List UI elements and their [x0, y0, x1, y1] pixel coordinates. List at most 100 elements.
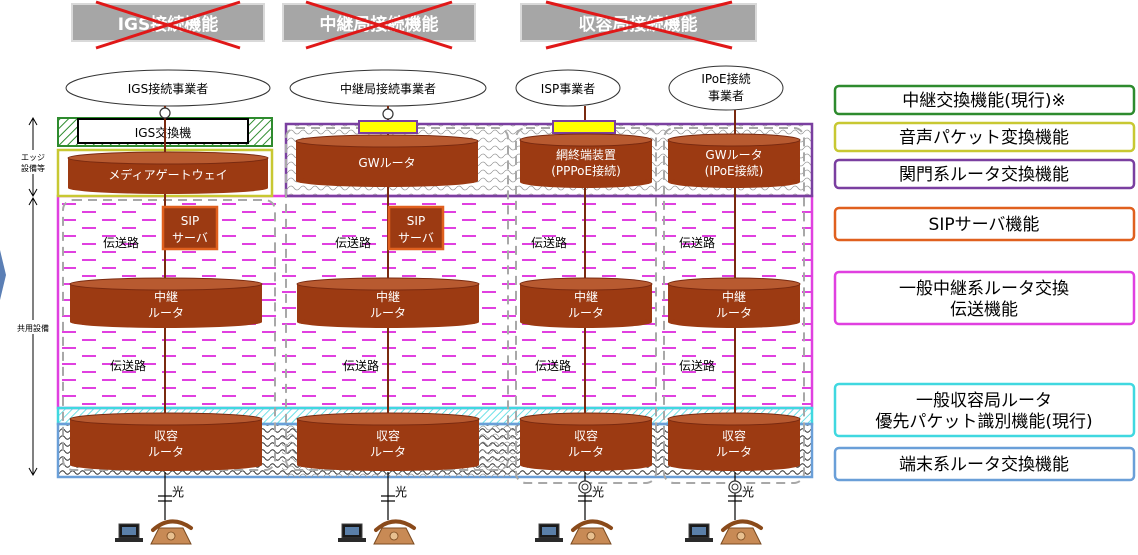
side-label-shared: 共用設備 [17, 323, 49, 333]
telephone-icon [720, 519, 763, 545]
splitter-inner-circle [581, 483, 589, 491]
gw-router-ipoe: GWルータ(IPoE接続) [667, 133, 801, 188]
sip-server-1-line1: SIP [181, 214, 199, 228]
operator-ipoe-label-line1: IPoE接続 [701, 71, 750, 86]
header-access-station: 収容局接続機能 [520, 0, 757, 50]
relay-router-3-label-line1: 中継 [574, 289, 598, 304]
legend-item: 中継交換機能(現行)※ [833, 84, 1136, 116]
laptop-icon [535, 523, 563, 542]
telephone-icon [150, 519, 193, 545]
relay-router-3-label-line2: ルータ [568, 306, 604, 320]
access-router-3-label-line1: 収容 [574, 428, 598, 443]
transmission-label: 伝送路 [110, 358, 146, 373]
network-terminating-device-label-line2: (PPPoE接続) [551, 163, 621, 178]
network-terminating-device-label-line1: 網終端装置 [556, 147, 616, 162]
splitter-circle [578, 480, 592, 494]
operator-isp: ISP事業者 [515, 69, 621, 107]
legend-box [833, 382, 1136, 438]
header-relay-station: 中継局接続機能 [282, 0, 476, 50]
transmission-label: 伝送路 [535, 358, 571, 373]
operator-igs-label: IGS接続事業者 [128, 81, 208, 96]
legend-item: 端末系ルータ交換機能 [833, 446, 1136, 482]
transmission-label: 伝送路 [343, 358, 379, 373]
operator-relay-label: 中継局接続事業者 [340, 81, 436, 96]
splitter-inner-circle [731, 483, 739, 491]
access-router-1-label-line2: ルータ [148, 445, 184, 459]
legend-label: SIPサーバ機能 [929, 215, 1040, 235]
legend-label: 音声パケット変換機能 [899, 128, 1069, 148]
transmission-label: 伝送路 [531, 235, 567, 250]
terminal-group: 光 [115, 472, 193, 545]
igs-switch-label: IGS交換機 [135, 125, 191, 140]
laptop-icon [338, 523, 366, 542]
gw-router: GWルータ [295, 134, 479, 187]
legend-box [833, 84, 1136, 116]
gw-router-label: GWルータ [358, 156, 415, 170]
telephone-icon [373, 519, 416, 545]
relay-router-2-label-line1: 中継 [376, 289, 400, 304]
transmission-label: 伝送路 [679, 235, 715, 250]
legend-item: SIPサーバ機能 [833, 206, 1136, 242]
legend-box [833, 446, 1136, 482]
legend-box [833, 158, 1136, 190]
sip-server-2: SIP サーバ [387, 205, 445, 251]
media-gateway: メディアゲートウェイ [67, 151, 269, 194]
laptop-icon [115, 523, 143, 542]
media-gateway-label: メディアゲートウェイ [108, 167, 227, 182]
terminal-group: 光 [338, 472, 416, 545]
transmission-label: 伝送路 [335, 235, 371, 250]
legend-label: 端末系ルータ交換機能 [899, 455, 1069, 475]
legend: 中継交換機能(現行)※音声パケット変換機能関門系ルータ交換機能SIPサーバ機能一… [833, 84, 1136, 482]
legend-label: 中継交換機能(現行)※ [902, 91, 1066, 111]
relay-router-4-label-line1: 中継 [722, 289, 746, 304]
side-label-edge-line2: 設備等 [21, 163, 45, 173]
sip-server-1: SIP サーバ [161, 205, 219, 251]
header-igs: IGS接続機能 [71, 0, 265, 50]
left-edge-arrow-shape [0, 250, 6, 300]
gw-router-ipoe-label-line1: GWルータ [705, 148, 762, 162]
operator-ipoe: IPoE接続 事業者 [668, 65, 784, 111]
access-router-4-label-line2: ルータ [716, 445, 752, 459]
laptop-icon [685, 523, 713, 542]
optical-label: 光 [742, 485, 754, 499]
relay-router-1-label-line1: 中継 [154, 289, 178, 304]
routers: メディアゲートウェイGWルータ網終端装置(PPPoE接続)GWルータ(IPoE接… [67, 133, 801, 471]
sip-server-2-line2: サーバ [398, 231, 434, 245]
side-annotations: エッジ 設備等 共用設備 [0, 116, 54, 477]
terminal-group: 光 [685, 472, 763, 545]
relay-router-4-label-line2: ルータ [716, 306, 752, 320]
operator-ipoe-label-line2: 事業者 [708, 89, 744, 103]
access-router-3-label-line2: ルータ [568, 445, 604, 459]
side-label-edge-line1: エッジ [21, 153, 45, 162]
operator-igs: IGS接続事業者 [65, 69, 271, 107]
operator-relay: 中継局接続事業者 [289, 69, 487, 107]
relay-router-2-label-line2: ルータ [370, 306, 406, 320]
splitter-circle [728, 480, 742, 494]
legend-item: 音声パケット変換機能 [833, 121, 1136, 153]
optical-label: 光 [395, 485, 407, 499]
telephone-icon [570, 519, 613, 545]
sip-server-1-line2: サーバ [172, 231, 208, 245]
legend-label-line1: 一般収容局ルータ [916, 391, 1052, 411]
gw-router-ipoe-label-line2: (IPoE接続) [705, 163, 764, 178]
access-router-2-label-line2: ルータ [370, 445, 406, 459]
access-router-4-label-line1: 収容 [722, 428, 746, 443]
voice-packet-boxes [358, 120, 616, 134]
legend-label: 関門系ルータ交換機能 [899, 165, 1069, 185]
access-router-2-label-line1: 収容 [376, 428, 400, 443]
legend-item: 関門系ルータ交換機能 [833, 158, 1136, 190]
transmission-labels: 伝送路 伝送路 伝送路 伝送路 伝送路 伝送路 伝送路 伝送路 [103, 235, 715, 373]
access-router-1-label-line1: 収容 [154, 428, 178, 443]
terminals: 光光光光 [115, 472, 763, 545]
